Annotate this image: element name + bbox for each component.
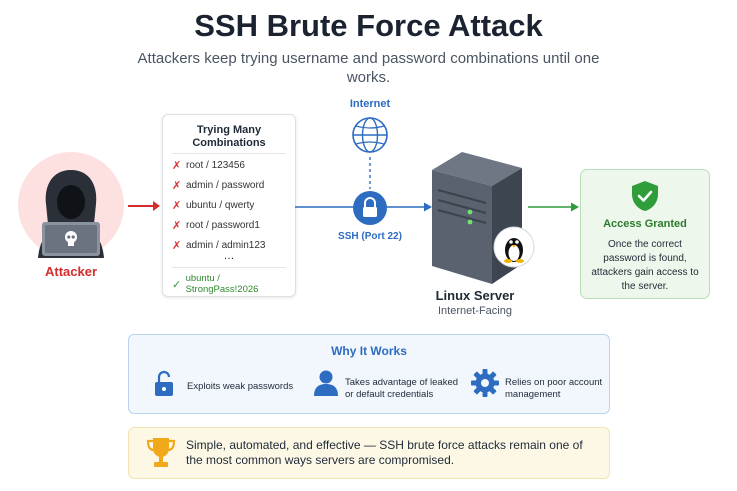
summary-banner: Simple, automated, and effective — SSH b…	[128, 427, 610, 479]
access-granted-text: Once the correct password is found, atta…	[591, 239, 699, 292]
divider	[172, 267, 286, 268]
cross-icon: ✗	[172, 180, 182, 192]
globe-icon	[352, 117, 388, 153]
combo-text: root / 123456	[186, 160, 245, 171]
combo-item-success: ✓ ubuntu / StrongPass!2026	[172, 273, 292, 295]
gear-icon	[471, 369, 499, 397]
combo-item-failed: ✗ admin / admin123	[172, 239, 292, 252]
cross-icon: ✗	[172, 200, 182, 212]
success-arrow-icon	[528, 202, 579, 212]
cross-icon: ✗	[172, 220, 182, 232]
cross-icon: ✗	[172, 240, 182, 252]
attacker-label: Attacker	[44, 264, 98, 279]
combo-text: root / password1	[186, 220, 260, 231]
page-title: SSH Brute Force Attack	[194, 8, 543, 43]
cross-icon: ✗	[172, 160, 182, 172]
combo-item-failed: ✗ admin / password	[172, 179, 292, 192]
open-lock-icon	[155, 370, 173, 396]
combo-item-failed: ✗ root / 123456	[172, 159, 292, 172]
hooded-hacker-icon	[38, 170, 104, 258]
lock-icon	[353, 191, 387, 225]
divider	[172, 153, 286, 154]
server-title: Linux Server	[435, 288, 515, 303]
combo-text: admin / admin123	[186, 240, 266, 251]
page-subtitle: Attackers keep trying username and passw…	[137, 50, 600, 86]
linux-tux-icon	[493, 226, 535, 268]
ellipsis: …	[223, 250, 235, 262]
access-granted-title: Access Granted	[603, 218, 687, 230]
summary-text: Simple, automated, and effective — SSH b…	[186, 438, 583, 467]
trophy-icon	[146, 438, 176, 467]
shield-check-icon	[632, 181, 658, 211]
ssh-port-label: SSH (Port 22)	[338, 231, 402, 242]
why-it-works-title: Why It Works	[331, 344, 407, 358]
combinations-card: Trying Many Combinations ✗ root / 123456…	[162, 114, 296, 297]
combo-text: ubuntu / StrongPass!2026	[185, 273, 259, 295]
why-it-works-panel: Why It Works Exploits weak passwords Tak…	[128, 334, 610, 414]
combo-item-failed: ✗ ubuntu / qwerty	[172, 199, 292, 212]
server-subtitle: Internet-Facing	[438, 305, 512, 317]
access-granted-card: Access Granted Once the correct password…	[580, 169, 710, 299]
internet-label: Internet	[349, 98, 391, 110]
reason-text: Takes advantage of leaked or default cre…	[345, 377, 459, 400]
reason-text: Exploits weak passwords	[187, 381, 294, 392]
combo-text: ubuntu / qwerty	[186, 200, 255, 211]
user-icon	[314, 370, 338, 396]
combo-text: admin / password	[186, 180, 265, 191]
combinations-title: Trying Many Combinations	[192, 124, 266, 149]
attack-arrow-icon	[128, 201, 160, 211]
reason-text: Relies on poor account management	[505, 377, 603, 400]
connection-line	[369, 157, 371, 189]
combo-item-failed: ✗ root / password1	[172, 219, 292, 232]
check-icon: ✓	[172, 278, 182, 291]
server-tower-icon	[432, 152, 522, 284]
